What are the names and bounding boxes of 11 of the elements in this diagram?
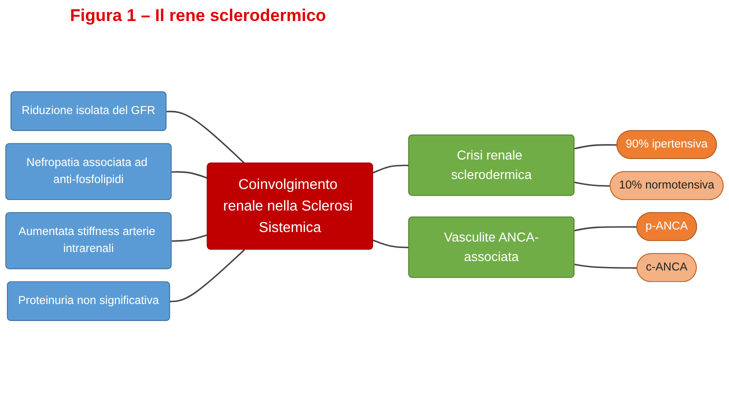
connector — [574, 264, 638, 269]
connector — [172, 234, 208, 242]
connector — [574, 181, 610, 187]
connector — [372, 239, 410, 248]
connector — [170, 249, 246, 302]
connector — [172, 171, 208, 179]
connector — [574, 226, 638, 232]
connector — [372, 164, 410, 174]
figure-title: Figura 1 – Il rene sclerodermico — [70, 6, 326, 26]
connector — [574, 144, 618, 150]
connector — [166, 110, 246, 164]
